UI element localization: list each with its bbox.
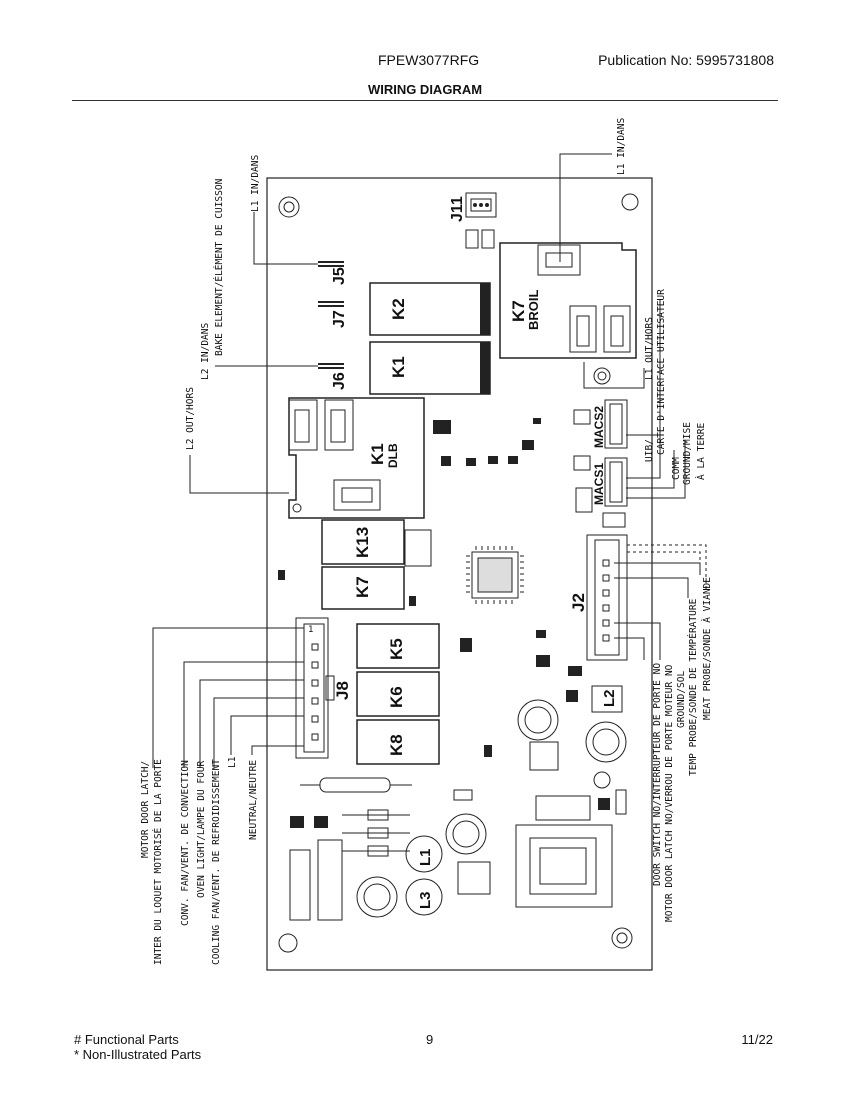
right-leads [559,153,701,660]
lead-l1-in-right: L1 IN/DANS [616,118,627,175]
k5-label: K5 [387,638,406,660]
k1-small-label: K1 [389,356,408,378]
control-board-outline [266,177,653,971]
macs1-label: MACS1 [592,463,606,505]
k13-relay [321,519,405,565]
lead-uib: UIB/ [644,439,655,462]
broil-label: BROIL [526,290,541,331]
lead-oven-light: OVEN LIGHT/LAMPE DU FOUR [196,760,207,898]
j2-connector [586,534,628,661]
lead-ground-sol: GROUND/SOL [676,671,687,728]
j8-pin-one-marker: 1 [308,625,313,635]
j2-label: J2 [569,593,588,612]
lead-l1-out: L1 OUT/HORS [644,317,655,380]
lead-l1: L1 [227,756,238,768]
lead-l2-in: L2 IN/DANS [200,323,211,380]
lead-a-la-terre: À LA TERRE [695,423,707,480]
lead-ui-board: CARTE D'INTERFACE UTILISATEUR [656,289,667,455]
capacitors [356,699,627,918]
j11-connector [465,192,497,249]
k1-dlb-label: K1 [368,443,387,465]
k5-relay [356,623,440,669]
k13-label: K13 [353,527,372,558]
j8-label: J8 [333,681,352,700]
lead-bake-element: BAKE ELEMENT/ÉLÉMENT DE CUISSON [213,178,225,356]
k1-dlb-relay [288,397,425,519]
k7-broil-label: K7 [509,300,528,322]
left-leads [152,212,318,768]
j5-label: J5 [331,267,348,285]
transformer [515,795,613,908]
resistors-and-diodes [289,741,627,921]
macs2-label: MACS2 [592,406,606,448]
dlb-label: DLB [386,443,400,468]
small-components [278,418,610,828]
publication-number: Publication No: 5995731808 [598,52,774,68]
spade-terminals [318,261,344,369]
lead-neutral: NEUTRAL/NEUTRE [248,760,259,840]
lead-l1-in-left: L1 IN/DANS [250,155,261,212]
k7-small-label: K7 [353,576,372,598]
lead-conv-fan: CONV. FAN/VENT. DE CONVECTION [180,760,191,926]
j6-label: J6 [331,372,348,390]
l1-label: L1 [417,848,434,866]
lead-ground-mise: GROUND/MISE [682,422,693,485]
l3-label: L3 [417,891,434,909]
header-divider [72,100,778,101]
model-number: FPEW3077RFG [378,52,480,68]
macs-connectors [573,399,628,528]
microcontroller-chip [466,546,524,604]
k6-label: K6 [387,686,406,708]
footnote-non-illustrated: * Non-Illustrated Parts [74,1047,202,1062]
k6-relay [356,671,440,717]
lead-comm: COMM [671,457,682,480]
k2-label: K2 [389,298,408,320]
revision-date: 11/22 [741,1032,773,1047]
k2-relay [369,282,491,336]
k7-broil-relay [499,242,637,359]
l3-inductor [405,878,443,916]
j7-label: J7 [331,310,348,328]
l1-inductor [405,835,443,873]
k8-relay [356,719,440,765]
page-number: 9 [426,1032,434,1047]
dashed-optional-leads [627,544,707,590]
l2-inductor [591,685,623,713]
lead-motor-door-latch-1: MOTOR DOOR LATCH/ [140,761,151,858]
k7-relay-small [321,566,405,610]
k8-label: K8 [387,734,406,756]
j11-label: J11 [449,196,466,222]
lead-cooling-fan: COOLING FAN/VENT. DE REFROIDISSEMENT [211,759,222,965]
j8-connector [295,617,335,759]
l2-label: L2 [601,689,618,707]
mounting-holes [278,193,639,953]
page-title: WIRING DIAGRAM [367,82,483,97]
lead-motor-latch-no: MOTOR DOOR LATCH NO/VERROU DE PORTE MOTE… [664,664,675,922]
lead-motor-door-latch-2: INTER DU LOQUET MOTORISÉ DE LA PORTE [152,759,164,965]
k1-relay-small [369,341,491,395]
lead-temp-probe: TEMP PROBE/SONDE DE TEMPÉRATURE [687,598,699,776]
lead-door-switch: DOOR SWITCH NO/INTERRUPTEUR DE PORTE NO [652,663,663,886]
lead-meat-probe: MEAT PROBE/SONDE À VIANDE [701,577,713,720]
footnote-functional-parts: # Functional Parts [74,1032,179,1047]
lead-l2-out: L2 OUT/HORS [185,387,196,450]
